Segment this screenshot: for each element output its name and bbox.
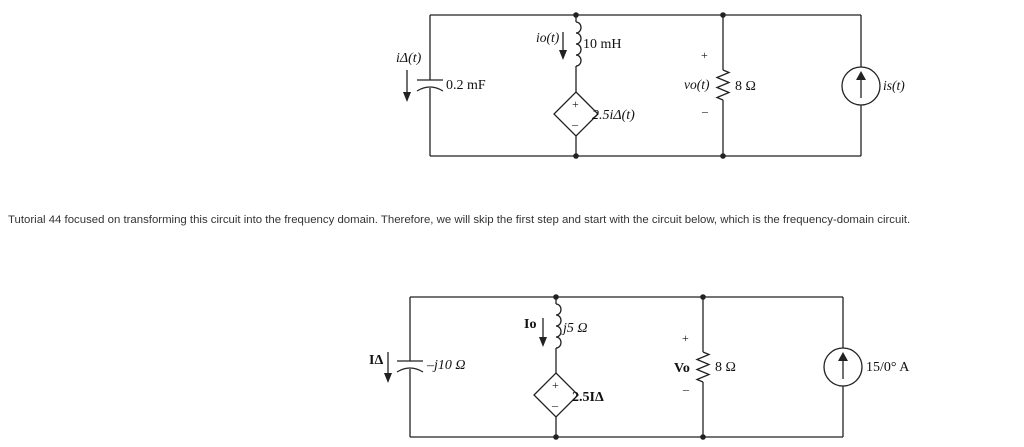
resistor-symbol bbox=[715, 69, 731, 101]
frequency-domain-circuit: IΔ –j10 Ω Io j5 Ω + – 2.5IΔ + Vo – 8 Ω 1… bbox=[369, 294, 910, 440]
dependent-source-diamond bbox=[553, 91, 599, 137]
resistor-value: 8 Ω bbox=[715, 360, 736, 375]
inductor-symbol bbox=[575, 21, 582, 67]
bottom-wires bbox=[409, 296, 844, 438]
top-wires bbox=[429, 14, 862, 157]
capacitor-current-label: iΔ(t) bbox=[396, 51, 422, 66]
top-nodes bbox=[573, 12, 726, 159]
dependent-source-minus: – bbox=[571, 117, 579, 131]
dependent-source-label: 2.5iΔ(t) bbox=[592, 108, 635, 123]
dependent-source-label: 2.5IΔ bbox=[572, 390, 604, 405]
dependent-source-plus: + bbox=[572, 97, 579, 111]
capacitor-symbol bbox=[396, 360, 424, 373]
resistor-value: 8 Ω bbox=[735, 79, 756, 94]
bottom-nodes bbox=[553, 294, 706, 440]
inductor-symbol bbox=[555, 303, 562, 349]
inductor-current-label: Io bbox=[524, 317, 536, 332]
inductor-value: 10 mH bbox=[583, 37, 622, 52]
capacitor-current-label: IΔ bbox=[369, 353, 383, 368]
capacitor-current-arrow bbox=[403, 70, 411, 102]
inductor-current-arrow bbox=[539, 318, 547, 347]
voltage-minus: – bbox=[682, 382, 690, 396]
capacitor-value: 0.2 mF bbox=[446, 78, 486, 93]
voltage-label: vo(t) bbox=[684, 77, 710, 92]
inductor-current-arrow bbox=[559, 32, 567, 60]
dependent-source-plus: + bbox=[552, 378, 559, 392]
resistor-symbol bbox=[695, 351, 711, 383]
dependent-source-minus: – bbox=[551, 398, 559, 412]
dependent-source-diamond bbox=[533, 372, 579, 418]
current-source-symbol bbox=[841, 66, 881, 106]
tutorial-caption: Tutorial 44 focused on transforming this… bbox=[8, 214, 911, 226]
inductor-current-label: io(t) bbox=[536, 30, 560, 45]
time-domain-circuit: iΔ(t) 0.2 mF io(t) 10 mH + – 2.5iΔ(t) + … bbox=[396, 12, 905, 159]
current-source-label: is(t) bbox=[883, 78, 905, 93]
voltage-label: Vo bbox=[674, 361, 690, 376]
current-source-symbol bbox=[823, 347, 863, 387]
voltage-plus: + bbox=[701, 48, 708, 62]
current-source-phasor-label: 15/0° A bbox=[866, 360, 910, 375]
voltage-minus: – bbox=[701, 104, 709, 118]
capacitor-impedance: –j10 Ω bbox=[426, 358, 466, 373]
inductor-impedance: j5 Ω bbox=[561, 321, 588, 336]
capacitor-symbol bbox=[416, 79, 444, 92]
voltage-plus: + bbox=[682, 331, 689, 345]
capacitor-current-arrow bbox=[384, 352, 392, 383]
